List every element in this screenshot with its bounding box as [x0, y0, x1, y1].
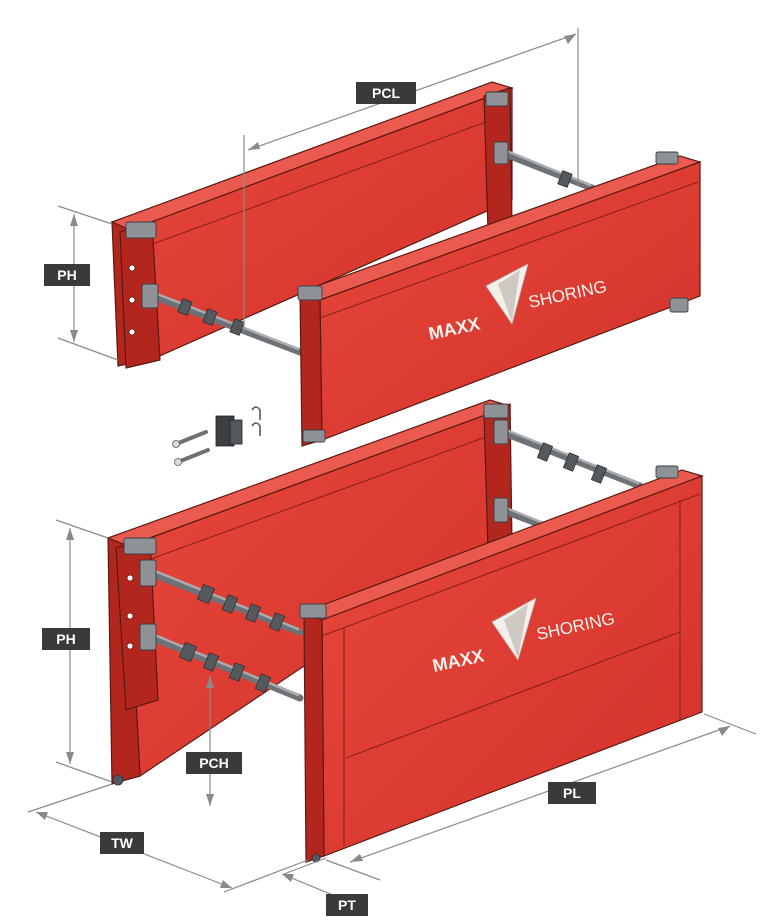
top-back-panel: [110, 81, 514, 369]
top-shield-assembly: MAXX SHORING: [110, 81, 702, 447]
pl-label: PL: [563, 785, 581, 801]
pin-icon: [172, 430, 210, 466]
bottom-strut-upper-rear: [493, 419, 644, 490]
dimension-pcl: PCL: [243, 28, 579, 332]
dimension-pch: PCH: [186, 676, 242, 806]
pch-label: PCH: [199, 755, 229, 771]
top-strut-front: [141, 283, 304, 356]
dimension-tw: TW: [27, 783, 309, 893]
pt-label: PT: [338, 897, 356, 913]
ph-top-label: PH: [57, 267, 76, 283]
pcl-label-box: [356, 82, 416, 104]
bottom-strut-upper-front: [139, 559, 304, 636]
ph-bottom-label-box: [42, 628, 90, 650]
pin-hardware: [172, 406, 261, 466]
clip-icon: [251, 406, 261, 436]
dimension-pl: PL: [325, 713, 757, 881]
bottom-front-panel: [299, 465, 704, 863]
ph-top-label-box: [44, 264, 90, 286]
pl-label-box: [548, 782, 596, 804]
dimension-pt: PT: [281, 857, 368, 916]
tw-label: TW: [111, 835, 134, 851]
dimension-ph-bottom: PH: [42, 519, 113, 783]
top-strut-rear: [493, 141, 596, 192]
pch-label-box: [186, 752, 242, 774]
pt-label-box: [326, 894, 368, 916]
pcl-label: PCL: [372, 85, 400, 101]
bottom-shield-assembly: MAXX SHORING: [106, 399, 704, 863]
dimension-ph-top: PH: [44, 205, 119, 361]
ph-bottom-label: PH: [56, 631, 75, 647]
bottom-strut-lower-front: [139, 623, 304, 702]
tw-label-box: [100, 832, 144, 854]
connector-block-icon: [215, 415, 243, 447]
